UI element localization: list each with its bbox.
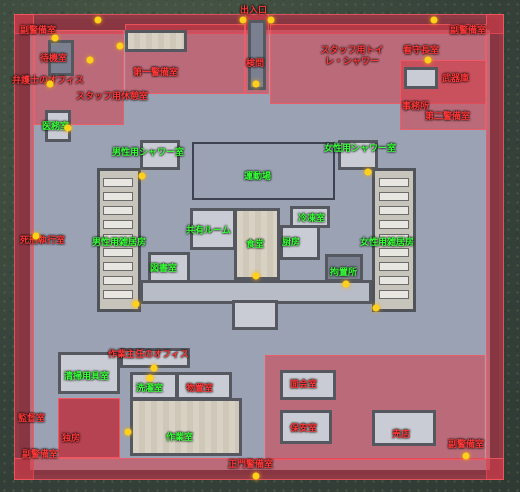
marker[interactable] xyxy=(116,42,124,50)
womens-cell xyxy=(379,220,409,229)
marker[interactable] xyxy=(252,272,260,280)
mens-cell xyxy=(103,206,133,215)
room-janitor xyxy=(58,352,120,394)
label-visitation: 面会室 xyxy=(290,380,318,390)
exercise-court xyxy=(192,142,335,200)
womens-cell xyxy=(379,192,409,201)
mens-cell xyxy=(103,178,133,187)
label-security-top-left: 副警備室 xyxy=(20,26,57,36)
label-staff-toilet: スタッフ用トイレ・シャワー xyxy=(320,46,384,67)
label-security-top-right: 副警備室 xyxy=(450,26,487,36)
room-staff-lounge xyxy=(125,30,187,52)
womens-cell xyxy=(379,276,409,285)
marker[interactable] xyxy=(239,16,247,24)
label-waiting-room: 待機室 xyxy=(40,54,68,64)
zone-right-band xyxy=(486,14,504,480)
mens-cell xyxy=(103,234,133,243)
marker[interactable] xyxy=(372,304,380,312)
marker[interactable] xyxy=(252,472,260,480)
womens-cell xyxy=(379,290,409,299)
zone-bottom-band xyxy=(14,458,504,480)
womens-cell xyxy=(379,248,409,257)
label-canteen: 食堂 xyxy=(246,240,265,250)
marker[interactable] xyxy=(64,124,72,132)
label-library: 図書室 xyxy=(150,264,178,274)
label-gate: 出入口 xyxy=(240,6,268,16)
label-exercise-yard: 運動場 xyxy=(244,172,272,182)
label-solitary-confinement: 独房 xyxy=(62,434,81,444)
label-office: 事務所 xyxy=(402,102,430,112)
label-mens-cellblock: 男性用雑居房 xyxy=(92,238,147,248)
label-armory: 武器庫 xyxy=(442,74,470,84)
womens-cell xyxy=(379,206,409,215)
womens-cell xyxy=(379,178,409,187)
womens-cell xyxy=(379,234,409,243)
mens-cell xyxy=(103,248,133,257)
room-freezer xyxy=(290,206,330,228)
marker[interactable] xyxy=(364,168,372,176)
marker[interactable] xyxy=(150,364,158,372)
room-womens-shower xyxy=(338,140,378,170)
marker[interactable] xyxy=(94,16,102,24)
label-storage: 物置室 xyxy=(186,384,214,394)
room-guard-post xyxy=(372,410,436,446)
marker[interactable] xyxy=(132,300,140,308)
marker[interactable] xyxy=(252,80,260,88)
label-room-x: 保安室 xyxy=(290,424,318,434)
label-staff-lounge: スタッフ用休憩室 xyxy=(76,92,149,102)
label-infirmary: 医務室 xyxy=(42,122,70,132)
mens-cell xyxy=(103,220,133,229)
mens-cell xyxy=(103,290,133,299)
label-kitchen: 厨房 xyxy=(282,238,301,248)
marker[interactable] xyxy=(146,374,154,382)
mens-cell xyxy=(103,262,133,271)
room-solitary xyxy=(325,254,363,282)
marker[interactable] xyxy=(138,172,146,180)
room-gate xyxy=(248,20,266,90)
room-waiting xyxy=(48,40,74,76)
marker[interactable] xyxy=(86,56,94,64)
marker[interactable] xyxy=(430,16,438,24)
marker[interactable] xyxy=(342,280,350,288)
label-common-room: 共有ルーム xyxy=(186,226,231,236)
label-workshop: 作業室 xyxy=(166,433,194,443)
mens-cell xyxy=(103,192,133,201)
room-mens-shower xyxy=(140,140,180,170)
marker[interactable] xyxy=(32,232,40,240)
label-interrogation: 検問 xyxy=(246,59,265,69)
label-womens-cellblock: 女性用雑居房 xyxy=(360,238,415,248)
mens-cell xyxy=(103,276,133,285)
room-visitation xyxy=(280,370,336,400)
label-workshop-foreman: 作業主任のオフィス xyxy=(108,350,189,360)
label-freezer: 冷凍室 xyxy=(298,214,326,224)
label-security-second: 第二警備室 xyxy=(425,112,471,122)
room-central-lower xyxy=(232,300,278,330)
label-execution-room: 死刑執行室 xyxy=(20,236,66,246)
marker[interactable] xyxy=(462,452,470,460)
label-womens-shower: 女性用シャワー室 xyxy=(324,144,397,154)
room-armory xyxy=(404,67,438,89)
marker[interactable] xyxy=(267,16,275,24)
marker[interactable] xyxy=(51,34,59,42)
zone-solitary xyxy=(58,398,120,458)
label-laundry: 洗濯室 xyxy=(136,384,164,394)
marker[interactable] xyxy=(46,80,54,88)
label-solitary: 拘置所 xyxy=(330,268,358,278)
label-mens-shower: 男性用シャワー室 xyxy=(112,148,185,158)
label-shop: 売店 xyxy=(392,430,411,440)
room-workshop xyxy=(130,398,242,456)
label-security-bottom-left: 副警備室 xyxy=(22,450,59,460)
label-warden-office: 看守長室 xyxy=(403,46,440,56)
marker[interactable] xyxy=(424,56,432,64)
label-security-main-bottom: 正門警備室 xyxy=(228,460,274,470)
label-security-first: 第一警備室 xyxy=(133,68,179,78)
label-guard-post: 監督室 xyxy=(18,414,46,424)
marker[interactable] xyxy=(124,428,132,436)
label-janitor: 清掃用具室 xyxy=(64,372,110,382)
womens-cell xyxy=(379,262,409,271)
room-security xyxy=(280,410,332,444)
label-security-bottom-right: 副警備室 xyxy=(448,440,485,450)
